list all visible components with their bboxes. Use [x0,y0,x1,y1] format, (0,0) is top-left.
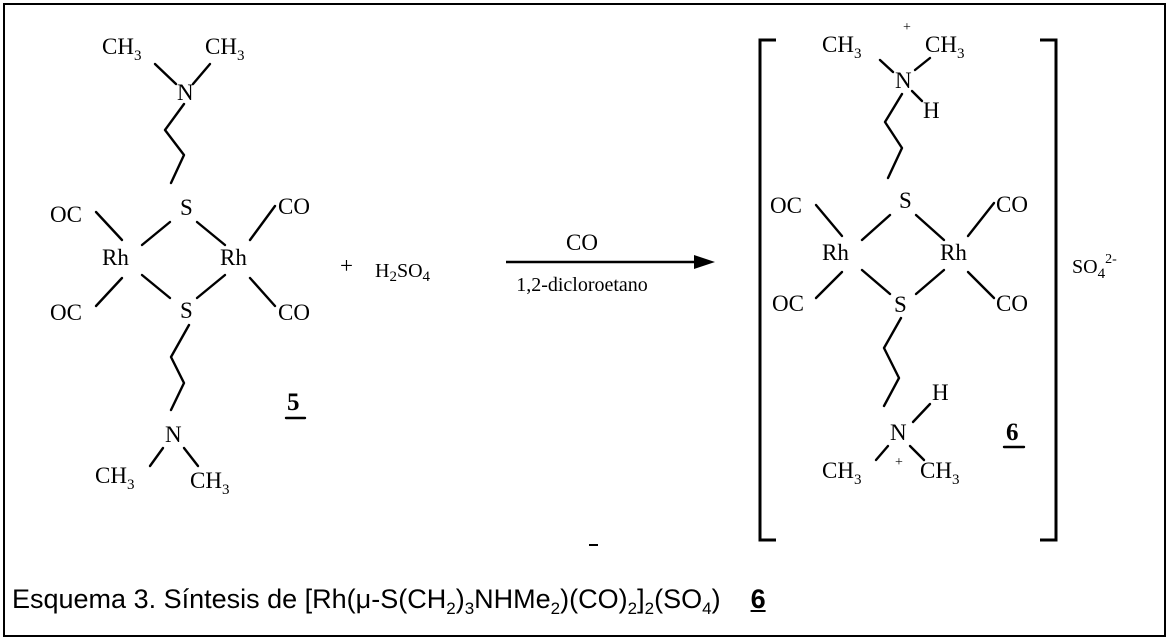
caption-sub: 4 [702,599,712,618]
product-carbonyl-bottom-left: OC [772,291,804,316]
product-carbonyl-top-left: OC [770,193,802,218]
product-top-hydrogen: H [923,98,940,123]
caption-sub: 2 [446,599,456,618]
caption-compound-number: 6 [750,584,766,614]
product-bottom-propyl-chain [882,316,903,408]
product-top-nitrogen: N [895,68,912,93]
reactant-5: CH3 CH3 N S S Rh Rh OC OC CO CO [50,34,310,498]
plus-sign: + [340,253,353,278]
reactant-carbonyl-top-left: OC [50,202,82,227]
reaction-arrow: CO 1,2-dicloroetano [506,230,715,296]
right-bracket [1040,38,1058,542]
product-bond [860,268,892,296]
caption-sub: 2 [627,599,638,618]
reactant-bond [153,62,178,86]
reactant-bond [248,276,277,308]
caption-sub: 2 [644,599,655,618]
reactant-bond [140,220,172,247]
product-bond [911,402,932,424]
arrow-head [694,255,715,269]
reactant-carbonyl-bottom-left: OC [50,300,82,325]
caption-sub: 2 [550,599,561,618]
product-bond [910,89,924,103]
caption-part: )(CO) [560,584,628,614]
caption-part: ] [637,584,645,614]
reactant-bond [148,446,165,468]
compound-number-5: 5 [287,389,300,416]
product-bond [966,270,996,300]
product-carbonyl-top-right: CO [996,192,1028,217]
reactant-rhodium-left: Rh [102,245,129,270]
product-rhodium-right: Rh [940,240,967,265]
reactant-bond [182,446,200,468]
product-top-charge: + [903,20,911,35]
reactant-top-right-methyl: CH3 [205,34,244,64]
product-bond [966,201,996,238]
sulfate-counter-ion: SO42- [1072,252,1117,282]
reactant-bond [140,273,172,300]
product-bond [814,203,844,238]
reactant-sulfur-top: S [180,195,193,220]
product-bond [913,56,932,72]
product-bond [908,444,926,462]
reactant-carbonyl-top-right: CO [278,194,310,219]
arrow-condition-above: CO [566,230,598,255]
product-bond [860,213,892,242]
caption-part: ) [455,584,465,614]
reactant-bond [195,220,227,247]
scheme-frame [3,3,1166,637]
product-rhodium-left: Rh [822,240,849,265]
caption-prefix: Esquema 3. Síntesis de [Rh(μ-S(CH [12,584,447,614]
sulfuric-acid: H2SO4 [375,260,431,285]
reactant-carbonyl-bottom-right: CO [278,300,310,325]
reactant-sulfur-bottom: S [180,298,193,323]
product-bond [874,444,890,462]
caption-part: ) [711,584,721,614]
product-bottom-right-methyl: CH3 [920,458,959,488]
product-top-left-methyl: CH3 [822,32,861,62]
product-bottom-left-methyl: CH3 [822,458,861,488]
reactant-bottom-nitrogen: N [165,422,182,447]
product-sulfur-top: S [899,188,912,213]
scheme-caption: Esquema 3. Síntesis de [Rh(μ-S(CH2)3NHMe… [12,584,766,619]
reactant-top-propyl-chain [163,102,186,185]
reactant-rhodium-right: Rh [220,245,247,270]
compound-number-6: 6 [1006,419,1019,446]
product-6: CH3 + CH3 N H S S Rh Rh OC OC CO CO [758,20,1058,542]
product-bond [814,270,844,300]
reactant-bond [94,210,124,242]
product-bottom-hydrogen: H [932,380,949,405]
caption-part: (SO [654,584,703,614]
reactant-bottom-right-methyl: CH3 [190,468,229,498]
reactant-bond [191,62,212,86]
reactant-bottom-left-methyl: CH3 [95,463,134,493]
product-bond [914,213,946,242]
caption-part: NHMe [474,584,551,614]
product-bottom-charge: + [895,455,903,470]
reactant-bond [195,273,227,300]
reactant-bottom-propyl-chain [169,323,191,412]
product-bond [878,58,895,74]
reactant-top-left-methyl: CH3 [102,34,141,64]
product-top-right-methyl: CH3 [925,32,964,62]
product-top-propyl-chain [883,92,904,180]
product-bond [914,268,946,296]
left-bracket [758,38,776,542]
caption-sub: 3 [464,599,475,618]
reactant-bond [94,276,124,308]
product-sulfur-bottom: S [894,292,907,317]
reactant-bond [248,204,277,242]
product-carbonyl-bottom-right: CO [996,291,1028,316]
arrow-condition-below: 1,2-dicloroetano [516,274,648,296]
reactant-top-nitrogen: N [177,80,194,105]
product-bottom-nitrogen: N [890,420,907,445]
